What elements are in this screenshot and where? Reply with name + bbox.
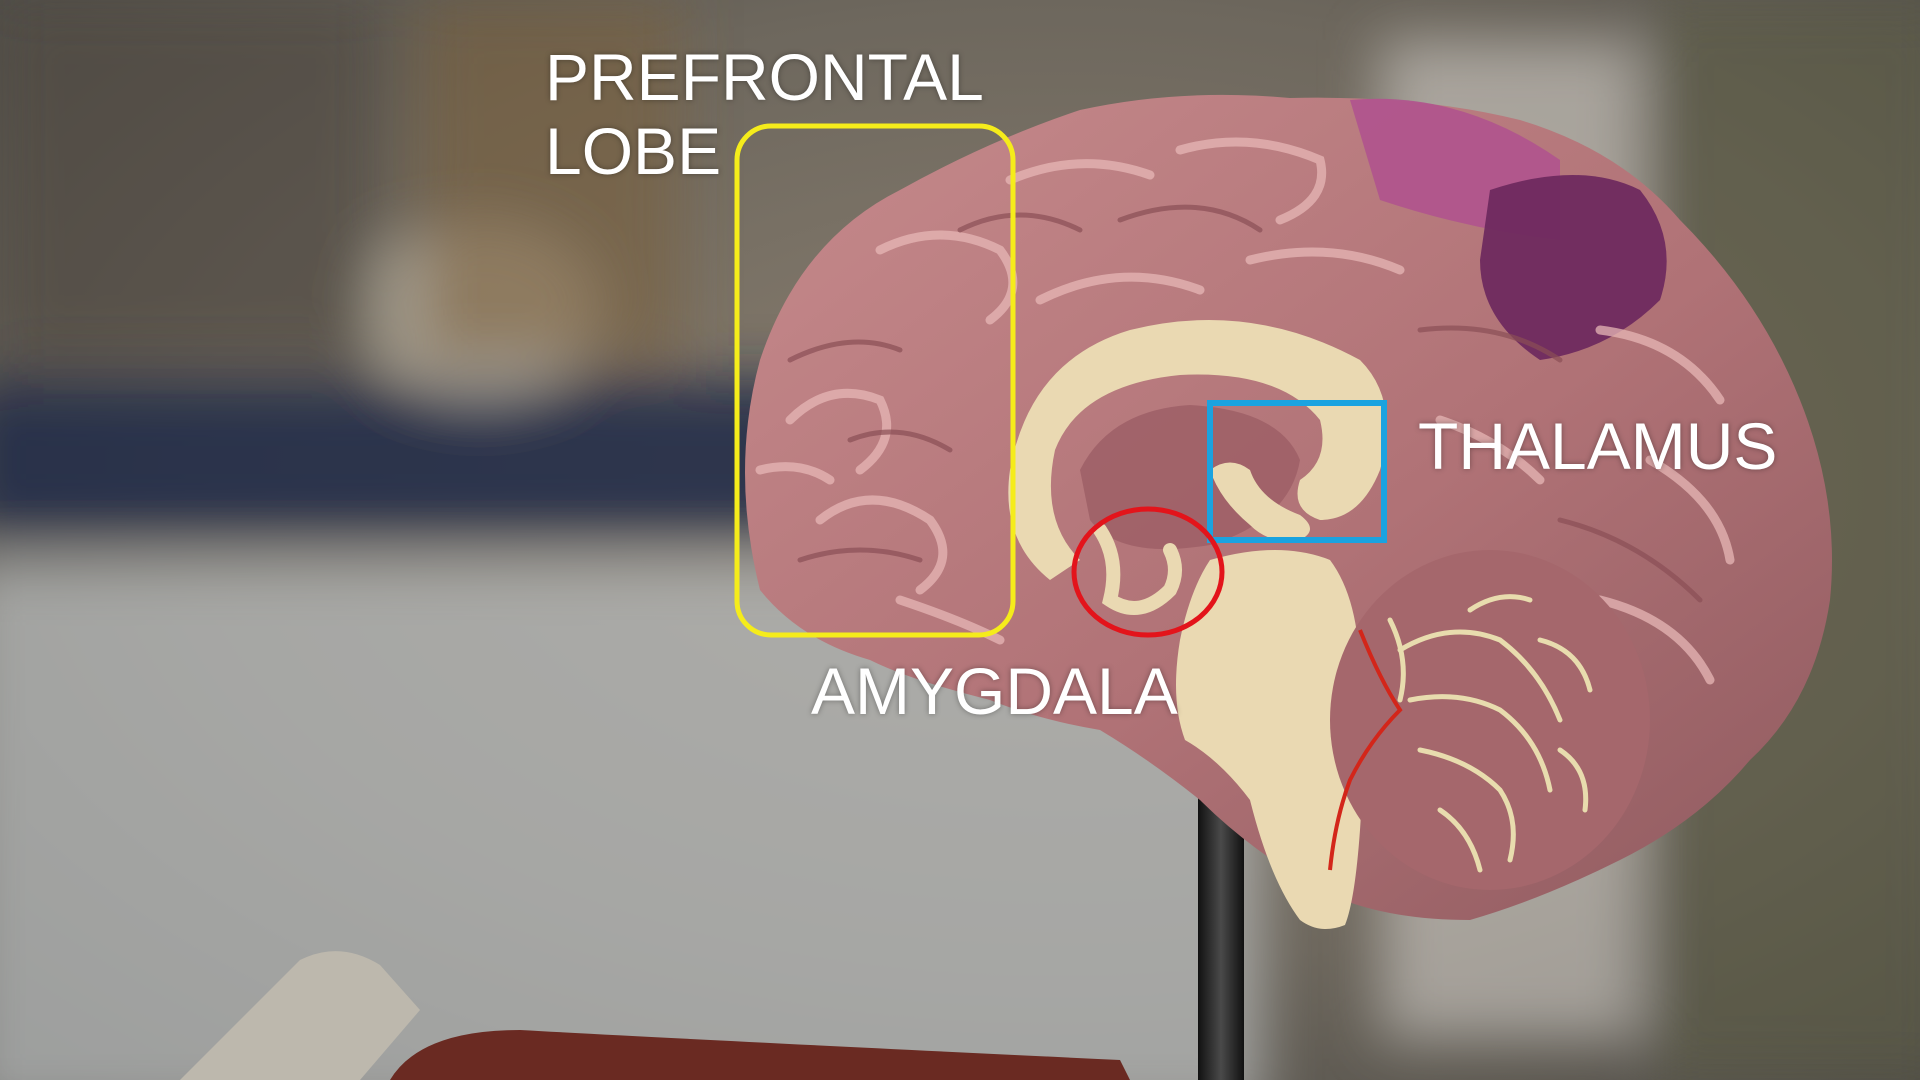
cerebellum	[1330, 550, 1650, 890]
cerebellum-arbor-vitae	[1387, 594, 1593, 873]
sulci-lines	[787, 204, 1703, 603]
brainstem	[1176, 550, 1363, 929]
cortex-highlight-purple	[1480, 175, 1667, 360]
amygdala-highlight-ellipse	[1071, 506, 1225, 638]
amygdala-label: AMYGDALA	[811, 654, 1178, 728]
prefrontal-label-line1: PREFRONTAL	[545, 40, 984, 114]
thalamus-highlight-box	[1207, 400, 1387, 543]
thalamus-label: THALAMUS	[1418, 409, 1778, 483]
red-vessel-line	[1328, 629, 1403, 871]
gyri-lines	[755, 137, 1735, 685]
foreground-object-dark	[390, 1030, 1130, 1080]
fornix	[1210, 462, 1310, 541]
prefrontal-label-line2: LOBE	[545, 114, 722, 188]
corpus-callosum	[1008, 320, 1387, 580]
foreground-object	[180, 951, 420, 1080]
prefrontal-lobe-label: PREFRONTAL LOBE	[545, 40, 984, 188]
amygdala-structure	[1093, 523, 1182, 615]
prefrontal-lobe-highlight-box	[734, 123, 1016, 638]
